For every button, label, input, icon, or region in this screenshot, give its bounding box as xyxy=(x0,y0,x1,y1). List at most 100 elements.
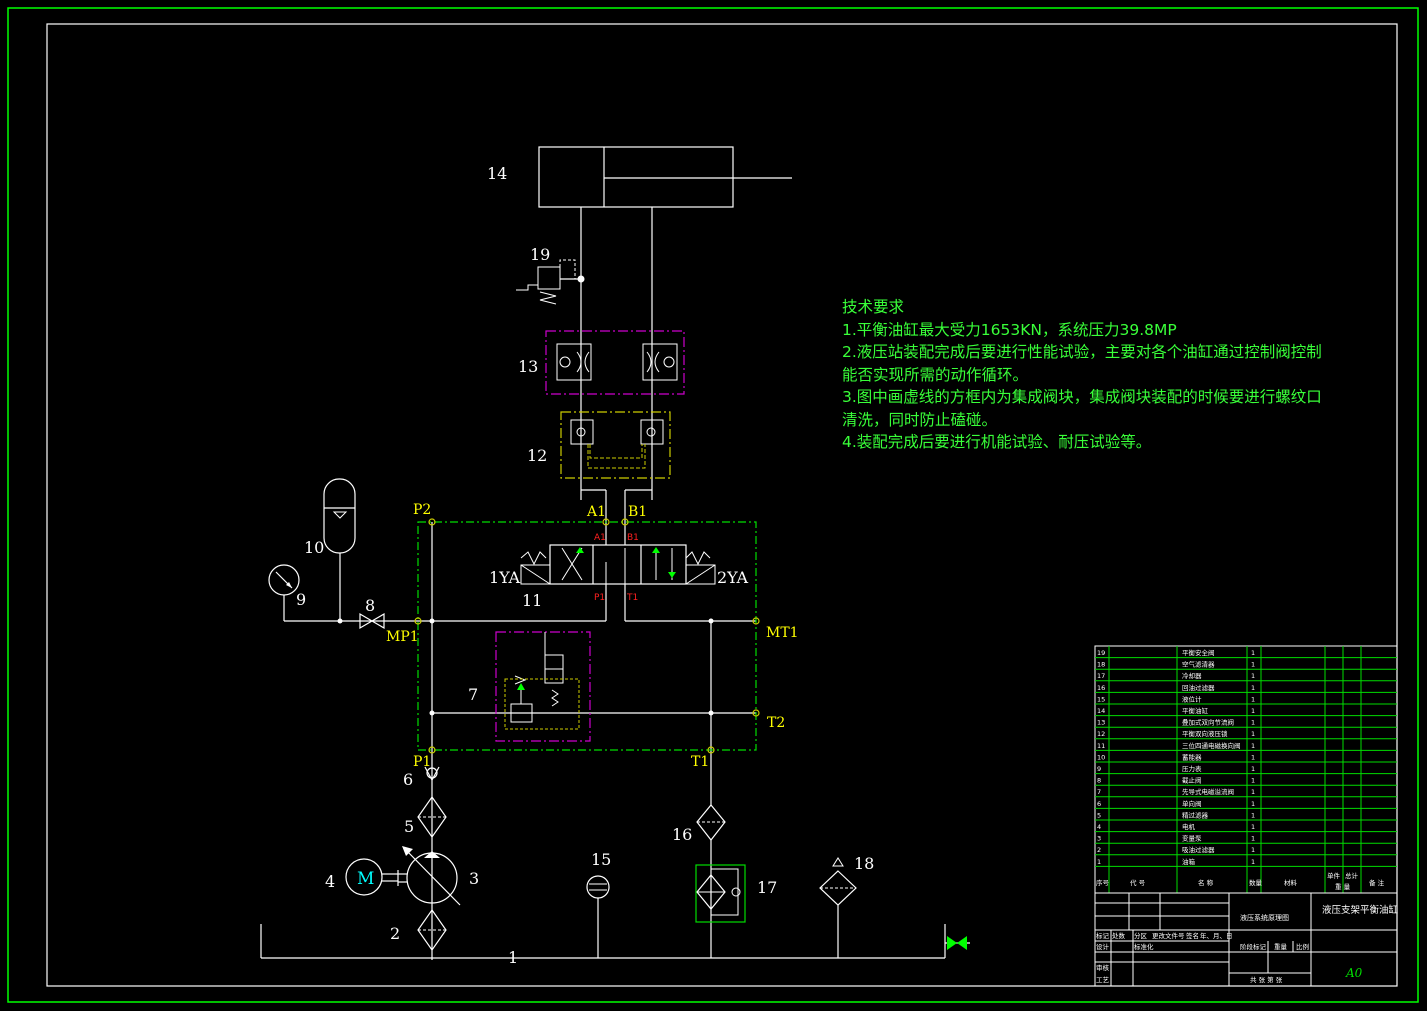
tb-sheets: 共 张 第 张 xyxy=(1250,975,1283,984)
inner-port-p1: P1 xyxy=(594,593,605,603)
bom-h-name: 名 称 xyxy=(1198,878,1214,887)
accumulator-10 xyxy=(323,478,356,554)
motor-letter: M xyxy=(357,869,374,889)
pressure-gauge-9 xyxy=(268,564,300,596)
port-a1: A1 xyxy=(586,504,606,520)
inner-port-a1: A1 xyxy=(594,533,606,543)
label-c16: 16 xyxy=(672,825,692,844)
air-filter-18 xyxy=(819,857,857,906)
directional-valve-11 xyxy=(520,544,716,585)
tb-date: 年、月、日 xyxy=(1200,931,1233,940)
bom-cell-name: 空气滤清器 xyxy=(1182,660,1215,669)
notes-line-2: 2.液压站装配完成后要进行性能试验，主要对各个油缸通过控制阀控制 xyxy=(842,343,1322,361)
bom-h-qty: 数量 xyxy=(1249,878,1263,887)
notes-line-4: 3.图中画虚线的方框内为集成阀块，集成阀块装配的时候要进行螺纹口 xyxy=(842,388,1322,406)
port-markers xyxy=(414,518,760,754)
technical-requirements: 技术要求 1.平衡油缸最大受力1653KN，系统压力39.8MP 2.液压站装配… xyxy=(842,296,1402,454)
bom-cell-qty: 1 xyxy=(1251,742,1255,750)
bom-cell-no: 16 xyxy=(1097,684,1105,692)
bom-h-material: 材料 xyxy=(1284,878,1298,887)
bom-cell-name: 回油过滤器 xyxy=(1182,683,1215,692)
bom-cell-name: 截止阀 xyxy=(1182,776,1202,785)
bom-cell-no: 18 xyxy=(1097,661,1105,669)
tb-count: 处数 xyxy=(1112,931,1126,940)
bom-h-unit: 单件 xyxy=(1327,871,1341,880)
stop-valve-8 xyxy=(359,612,385,630)
tb-standard: 标准化 xyxy=(1134,942,1154,951)
bom-cell-name: 冷却器 xyxy=(1182,671,1202,680)
inner-port-t1: T1 xyxy=(626,593,638,603)
bom-cell-qty: 1 xyxy=(1251,753,1255,761)
solenoid-1ya: 1YA xyxy=(489,568,521,587)
bom-cell-no: 17 xyxy=(1097,672,1105,680)
bom-cell-no: 14 xyxy=(1097,707,1105,715)
tb-zone: 分区 xyxy=(1134,931,1148,940)
bom-cell-no: 9 xyxy=(1097,765,1101,773)
label-c19: 19 xyxy=(530,245,550,264)
bom-cell-name: 变量泵 xyxy=(1182,834,1202,843)
port-b1: B1 xyxy=(628,504,647,520)
bom-cell-name: 压力表 xyxy=(1182,764,1202,773)
safety-valve-19 xyxy=(516,259,585,305)
bom-cell-qty: 1 xyxy=(1251,811,1255,819)
bom-cell-name: 平衡安全阀 xyxy=(1182,648,1215,657)
port-p1: P1 xyxy=(413,754,431,770)
bom-cell-name: 电机 xyxy=(1182,822,1196,831)
label-c6: 6 xyxy=(403,770,413,789)
bom-cell-qty: 1 xyxy=(1251,695,1255,703)
junction-dots xyxy=(337,618,714,716)
tb-weight: 重量 xyxy=(1274,943,1288,951)
label-c15: 15 xyxy=(591,850,611,869)
label-c3: 3 xyxy=(469,869,479,888)
bom-cell-no: 13 xyxy=(1097,719,1105,727)
bom-cell-no: 8 xyxy=(1097,777,1101,785)
label-c11: 11 xyxy=(522,591,542,610)
notes-line-1: 1.平衡油缸最大受力1653KN，系统压力39.8MP xyxy=(842,320,1177,339)
outer-frame xyxy=(7,7,1419,1003)
throttle-block-13 xyxy=(545,330,685,395)
bom-h-weight: 重 量 xyxy=(1335,883,1351,891)
bom-h-seq: 序号 xyxy=(1096,878,1110,887)
label-c1: 1 xyxy=(508,948,518,967)
bom-cell-qty: 1 xyxy=(1251,788,1255,796)
notes-title: 技术要求 xyxy=(842,298,905,316)
bom-cell-name: 蓄能器 xyxy=(1182,752,1202,761)
bom-cell-qty: 1 xyxy=(1251,707,1255,715)
tb-process: 工艺 xyxy=(1096,976,1110,984)
drain-valve xyxy=(945,936,970,950)
label-c8: 8 xyxy=(365,596,375,615)
motor-4 xyxy=(345,858,398,896)
tb-product: 液压支架平衡油缸 xyxy=(1322,904,1399,916)
level-gauge-15 xyxy=(586,875,610,899)
label-c7: 7 xyxy=(468,685,478,704)
bom-cell-qty: 1 xyxy=(1251,777,1255,785)
parts-list xyxy=(1094,645,1398,987)
tb-stage: 阶段标记 xyxy=(1240,942,1267,951)
bom-cell-no: 19 xyxy=(1097,649,1105,657)
suction-filter-2 xyxy=(417,908,447,952)
bom-cell-qty: 1 xyxy=(1251,823,1255,831)
port-p2: P2 xyxy=(413,502,431,518)
bom-cell-qty: 1 xyxy=(1251,661,1255,669)
bom-cell-no: 2 xyxy=(1097,846,1101,854)
cylinder-14 xyxy=(538,146,792,208)
bom-cell-qty: 1 xyxy=(1251,835,1255,843)
inner-frame xyxy=(46,23,1398,987)
notes-line-3: 能否实现所需的动作循环。 xyxy=(842,365,1029,384)
bom-cell-name: 先导式电磁溢流阀 xyxy=(1182,787,1234,796)
label-c9: 9 xyxy=(296,590,306,609)
label-c14: 14 xyxy=(487,164,507,183)
notes-line-5: 清洗，同时防止磕碰。 xyxy=(842,410,998,429)
tb-size: A0 xyxy=(1345,966,1363,980)
tb-change-doc: 更改文件号 xyxy=(1152,931,1185,940)
label-c10: 10 xyxy=(304,538,324,557)
tb-drawing-title: 液压系统原理图 xyxy=(1240,913,1289,922)
bom-h-total: 总计 xyxy=(1345,871,1359,880)
label-c18: 18 xyxy=(854,854,874,873)
tb-sign: 签名 xyxy=(1186,931,1199,940)
integrated-block xyxy=(417,521,757,751)
bom-cell-no: 4 xyxy=(1097,823,1101,831)
notes-line-6: 4.装配完成后要进行机能试验、耐压试验等。 xyxy=(842,433,1152,451)
tb-design: 设计 xyxy=(1096,942,1110,951)
